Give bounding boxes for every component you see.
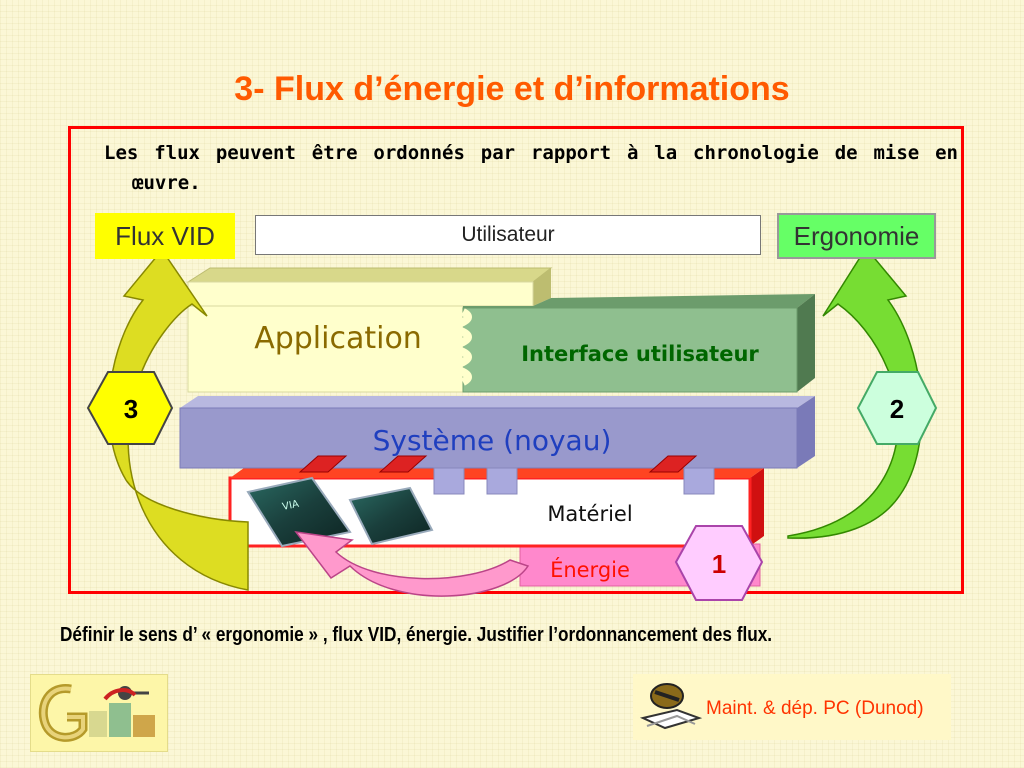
question-text: Définir le sens d’ « ergonomie » , flux … — [60, 624, 773, 646]
ergonomie-label: Ergonomie — [777, 213, 936, 259]
svg-text:VIA: VIA — [281, 499, 300, 513]
badge-2-label: 2 — [890, 394, 904, 424]
book-mascot-icon — [639, 683, 703, 730]
gerla-logo-graphic — [38, 684, 155, 742]
utilisateur-box: Utilisateur — [255, 215, 761, 255]
badge-1-label: 1 — [712, 549, 726, 579]
systeme-label: Système (noyau) — [373, 424, 612, 457]
energie-arrow — [294, 530, 530, 597]
chip-image: VIA — [246, 476, 434, 548]
application-layer — [186, 267, 553, 393]
credit-text: Maint. & dép. PC (Dunod) — [706, 698, 924, 719]
slide-title: 3- Flux d’énergie et d’informations — [234, 70, 790, 108]
intro-text: Les flux peuvent être ordonnés par rappo… — [104, 142, 958, 194]
ergonomie-arrow — [787, 246, 923, 539]
interface-label: Interface utilisateur — [521, 342, 759, 366]
energie-label: Énergie — [550, 557, 630, 582]
hexagon-badge-1 — [674, 525, 764, 601]
diagram-frame — [68, 126, 964, 594]
credit-box — [633, 674, 951, 740]
hexagon-badge-2 — [856, 371, 938, 445]
application-label: Application — [254, 321, 422, 356]
connector-pegs — [298, 455, 715, 495]
flux-vid-label: Flux VID — [95, 213, 235, 259]
gerla-logo — [30, 674, 168, 752]
hexagon-badge-3 — [86, 371, 174, 445]
badge-3-label: 3 — [124, 394, 138, 424]
materiel-label: Matériel — [547, 502, 632, 526]
interface-layer — [454, 294, 815, 393]
